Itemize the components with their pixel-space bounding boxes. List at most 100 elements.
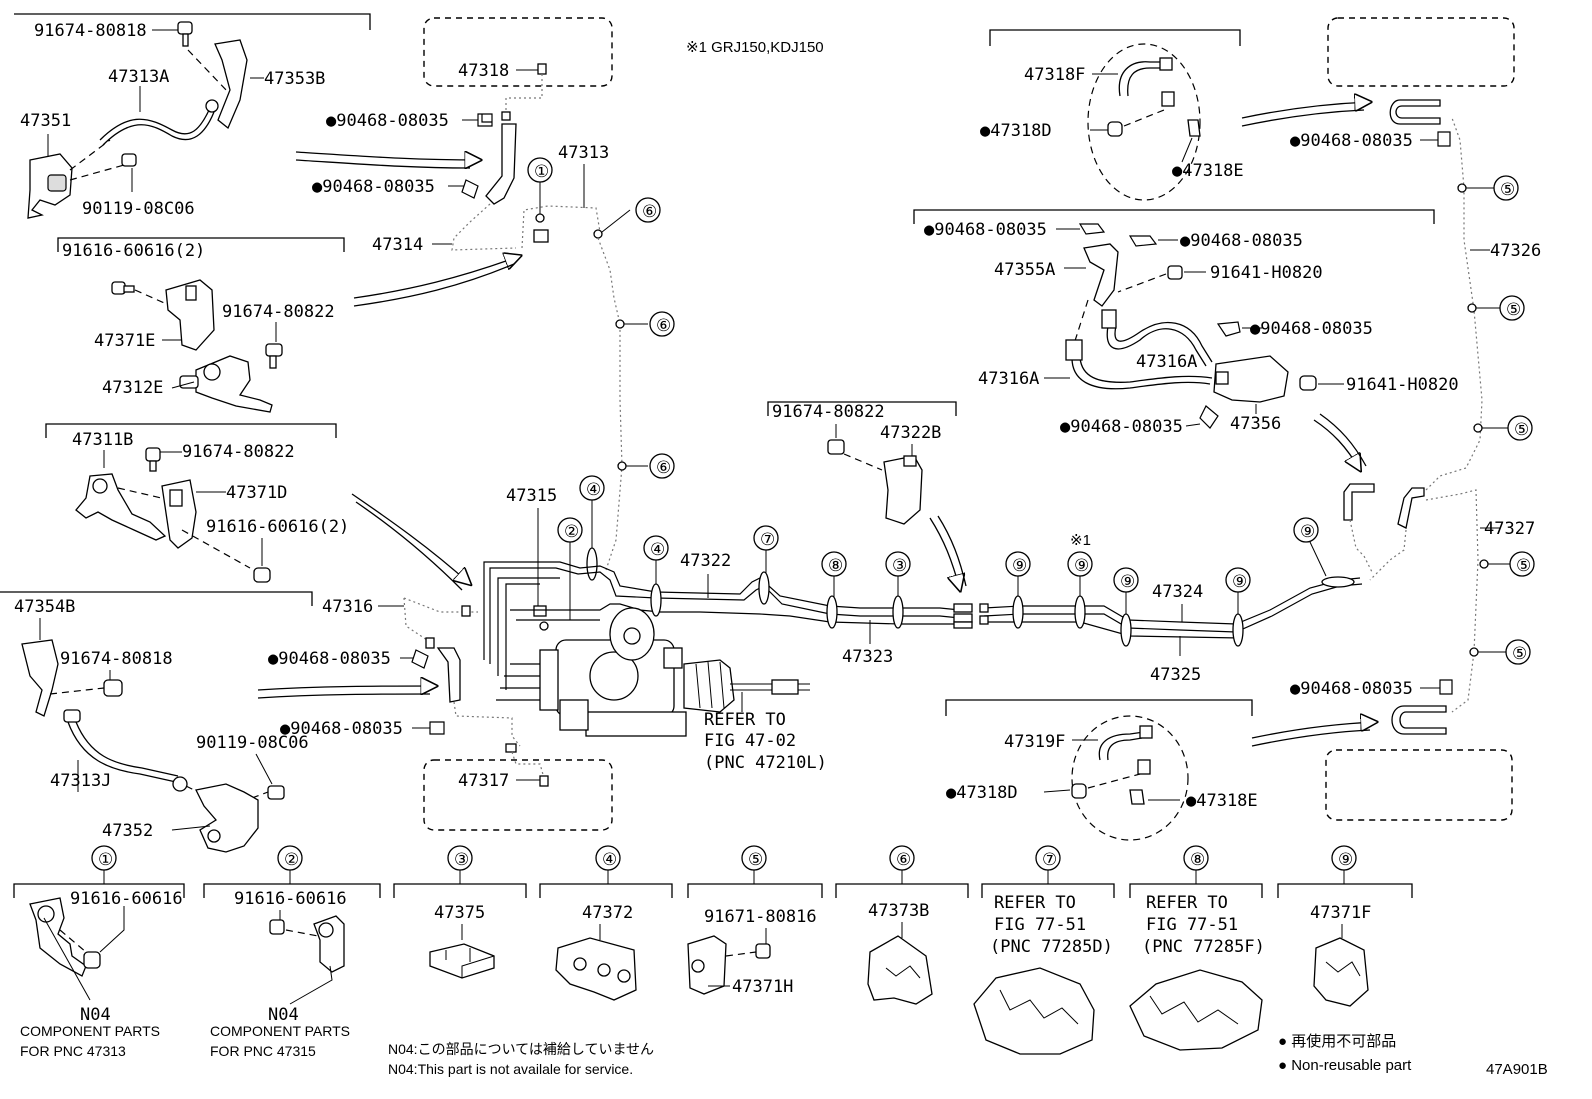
part-label-47313j[interactable]: 47313J: [50, 771, 111, 791]
part-label-91641-a[interactable]: 91641-H0820: [1210, 263, 1323, 283]
part-label-47354b[interactable]: 47354B: [14, 597, 75, 617]
part-label-47318d[interactable]: ●47318D: [980, 121, 1052, 141]
part-label-90119-08c06-b[interactable]: 90119-08C06: [196, 733, 309, 753]
part-label-47314[interactable]: 47314: [372, 235, 423, 255]
legend-marker-6: ⑥: [896, 850, 911, 870]
part-label-47313a[interactable]: 47313A: [108, 67, 169, 87]
part-label-47323[interactable]: 47323: [842, 647, 893, 667]
part-label-47327[interactable]: 47327: [1484, 519, 1535, 539]
part-label-47316[interactable]: 47316: [322, 597, 373, 617]
part-label-91641-b[interactable]: 91641-H0820: [1346, 375, 1459, 395]
part-label-90468-r3[interactable]: ●90468-08035: [1180, 231, 1303, 251]
dashed-detail-box-2: [423, 759, 613, 831]
part-label-90468-r6[interactable]: ●90468-08035: [1290, 679, 1413, 699]
clamp-47372-icon: [555, 937, 637, 1001]
legend-part-1[interactable]: 91616-60616: [70, 889, 183, 909]
part-label-47317[interactable]: 47317: [458, 771, 509, 791]
legend-caption-1b: FOR PNC 47313: [20, 1043, 126, 1059]
part-label-47311b[interactable]: 47311B: [72, 430, 133, 450]
part-label-90468-b[interactable]: ●90468-08035: [312, 177, 435, 197]
part-label-47318d-2[interactable]: ●47318D: [946, 783, 1018, 803]
part-label-47319f[interactable]: 47319F: [1004, 732, 1065, 752]
part-label-47356[interactable]: 47356: [1230, 414, 1281, 434]
legend-marker-2: ②: [284, 850, 299, 870]
part-label-47313[interactable]: 47313: [558, 143, 609, 163]
dashed-ellipse-2: [1071, 715, 1189, 841]
group-47316: 47316 ●90468-08035 ●90468-08035 47317: [268, 597, 613, 831]
part-label-47322b[interactable]: 47322B: [880, 423, 941, 443]
marker-6-label: ⑥: [642, 202, 657, 222]
part-label-47353b[interactable]: 47353B: [264, 69, 325, 89]
note-n04-jp: N04:この部品については補給していません: [388, 1041, 654, 1057]
part-label-47352[interactable]: 47352: [102, 821, 153, 841]
part-label-91674-80822-b[interactable]: 91674-80822: [182, 442, 295, 462]
clip-icon: [1129, 789, 1145, 805]
bracket-icon: [29, 897, 87, 977]
marker-3-label: ③: [892, 556, 907, 576]
legend-part-5[interactable]: 91671-80816: [704, 907, 817, 927]
part-label-90468-d[interactable]: ●90468-08035: [280, 719, 403, 739]
bolt-icon: [265, 343, 283, 357]
part-label-47355a[interactable]: 47355A: [994, 260, 1055, 280]
dashed-detail-box: [423, 17, 613, 87]
legend-ref-8b: FIG 77-51: [1146, 915, 1238, 935]
part-label-91674-80822-c[interactable]: 91674-80822: [772, 402, 885, 422]
flex-hose-47313j-icon: [67, 721, 177, 783]
legend-ref-8a: REFER TO: [1146, 893, 1228, 913]
part-label-47371e[interactable]: 47371E: [94, 331, 155, 351]
part-label-47371d[interactable]: 47371D: [226, 483, 287, 503]
part-label-90468-r2[interactable]: ●90468-08035: [924, 220, 1047, 240]
part-label-90119-08c06[interactable]: 90119-08C06: [82, 199, 195, 219]
part-label-91616-60616-2b[interactable]: 91616-60616(2): [206, 517, 349, 537]
part-label-91616-60616-2[interactable]: 91616-60616(2): [62, 241, 205, 261]
legend-part-2[interactable]: 91616-60616: [234, 889, 347, 909]
part-label-91674-80818[interactable]: 91674-80818: [34, 21, 147, 41]
group-master-cylinder: 47315 ② ④ REFER: [483, 475, 973, 773]
clip-icon: [1078, 223, 1106, 235]
part-label-47316a-1[interactable]: 47316A: [978, 369, 1039, 389]
part-label-91674-80822[interactable]: 91674-80822: [222, 302, 335, 322]
legend-part-4[interactable]: 47372: [582, 903, 633, 923]
hose-fitting-icon: [63, 709, 81, 723]
legend-part-5b[interactable]: 47371H: [732, 977, 793, 997]
part-label-90468-a[interactable]: ●90468-08035: [326, 111, 449, 131]
marker-5d-label: ⑤: [1500, 180, 1515, 200]
marker-9c-label: ⑨: [1120, 572, 1135, 592]
part-label-47318e[interactable]: ●47318E: [1172, 161, 1244, 181]
legend-code-2: N04: [268, 1005, 299, 1025]
group-47319f: 47319F ●47318D ●47318E ●90468-08035: [945, 679, 1513, 841]
rear-pipe-icon: [1343, 483, 1375, 521]
part-label-90468-r1[interactable]: ●90468-08035: [1290, 131, 1413, 151]
part-label-47322[interactable]: 47322: [680, 551, 731, 571]
part-label-47318e-2[interactable]: ●47318E: [1186, 791, 1258, 811]
flow-arrows-left: [257, 152, 520, 699]
part-label-47326[interactable]: 47326: [1490, 241, 1541, 261]
legend-part-3[interactable]: 47375: [434, 903, 485, 923]
part-label-47324[interactable]: 47324: [1152, 582, 1203, 602]
part-label-47351[interactable]: 47351: [20, 111, 71, 131]
legend-part-6[interactable]: 47373B: [868, 901, 929, 921]
bolt-icon: [1299, 375, 1317, 391]
marker-9d-label: ⑨: [1232, 572, 1247, 592]
note-nonreusable-jp: ● 再使用不可部品: [1278, 1033, 1396, 1050]
clip-icon-4: [1199, 405, 1219, 429]
rear-pipe-icon-2: [1397, 487, 1425, 529]
part-label-90468-c[interactable]: ●90468-08035: [268, 649, 391, 669]
dashed-detail-box-3: [1327, 17, 1515, 87]
refer-text-1: REFER TO: [704, 710, 786, 730]
part-label-90468-r5[interactable]: ●90468-08035: [1060, 417, 1183, 437]
part-label-47312e[interactable]: 47312E: [102, 378, 163, 398]
part-label-47318[interactable]: 47318: [458, 61, 509, 81]
bolt-icon: [269, 919, 285, 935]
group-47322b: 91674-80822 47322B: [767, 401, 967, 590]
bolt-icon: [253, 567, 271, 583]
part-label-47318f[interactable]: 47318F: [1024, 65, 1085, 85]
group-47313j: 47354B 91674-80818 90119-08C06 47313J 47…: [0, 591, 313, 853]
part-label-47316a-2[interactable]: 47316A: [1136, 352, 1197, 372]
part-label-91674-80818-b[interactable]: 91674-80818: [60, 649, 173, 669]
part-label-90468-r4[interactable]: ●90468-08035: [1250, 319, 1373, 339]
part-label-47325[interactable]: 47325: [1150, 665, 1201, 685]
marker-4b-label: ④: [650, 540, 665, 560]
legend-part-9[interactable]: 47371F: [1310, 903, 1371, 923]
part-label-47315[interactable]: 47315: [506, 486, 557, 506]
